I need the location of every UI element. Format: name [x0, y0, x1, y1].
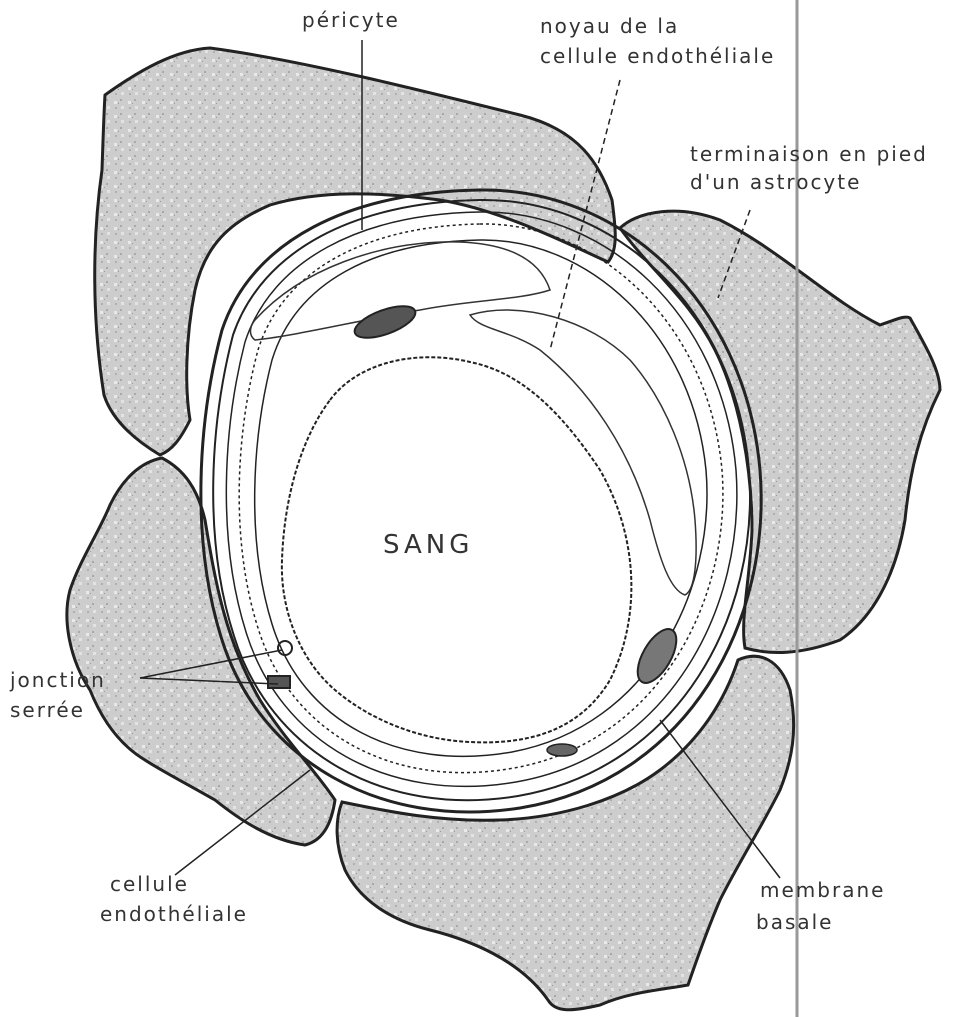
label-nucleus-line1: noyau de la — [540, 14, 679, 38]
tight-junction-marks — [268, 641, 292, 688]
label-junction-line1: jonction — [10, 668, 106, 692]
label-endothelial-line1: cellule — [110, 872, 189, 896]
label-membrane-line2: basale — [756, 910, 834, 934]
label-nucleus-line2: cellule endothéliale — [540, 44, 775, 68]
label-astrocyte-line1: terminaison en pied — [690, 142, 928, 166]
label-junction-line2: serrée — [10, 698, 85, 722]
organelle-bottom — [547, 744, 577, 756]
pericyte-nucleus — [351, 300, 419, 344]
astrocyte-foot-right — [620, 211, 940, 652]
organelle-right — [630, 623, 684, 689]
label-endothelial-line2: endothéliale — [100, 902, 248, 926]
label-pericyte: péricyte — [302, 8, 400, 32]
label-membrane-line1: membrane — [760, 878, 885, 902]
label-blood: SANG — [383, 530, 473, 560]
label-astrocyte-line2: d'un astrocyte — [690, 170, 861, 194]
